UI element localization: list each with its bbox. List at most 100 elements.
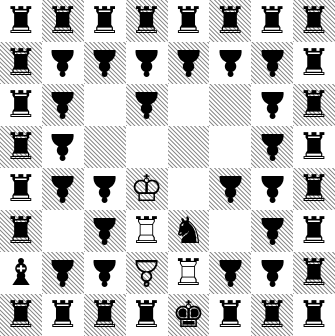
square-a4[interactable]: ♜ — [0, 168, 42, 210]
square-h5[interactable]: ♜ — [293, 126, 335, 168]
square-h3[interactable]: ♜ — [293, 210, 335, 252]
black-rook-icon[interactable]: ♜ — [4, 44, 37, 81]
square-f1[interactable]: ♜ — [209, 294, 251, 336]
square-h4[interactable]: ♜ — [293, 168, 335, 210]
square-e7[interactable]: ♟ — [168, 42, 210, 84]
black-rook-icon[interactable]: ♜ — [214, 296, 247, 333]
square-g5[interactable]: ♟ — [251, 126, 293, 168]
square-f4[interactable]: ♟ — [209, 168, 251, 210]
square-b2[interactable]: ♟ — [42, 252, 84, 294]
black-rook-icon[interactable]: ♜ — [4, 212, 37, 249]
black-pawn-upside-down-icon[interactable]: ♟ — [88, 44, 121, 81]
square-a3[interactable]: ♜ — [0, 210, 42, 252]
black-bishop-icon[interactable]: ♝ — [4, 254, 37, 291]
square-g7[interactable]: ♟ — [251, 42, 293, 84]
black-rook-icon[interactable]: ♜ — [214, 2, 247, 39]
black-rook-icon[interactable]: ♜ — [4, 2, 37, 39]
black-pawn-upside-down-icon[interactable]: ♟ — [256, 170, 289, 207]
square-f7[interactable]: ♟ — [209, 42, 251, 84]
black-rook-icon[interactable]: ♜ — [4, 128, 37, 165]
square-g6[interactable]: ♟ — [251, 84, 293, 126]
square-a5[interactable]: ♜ — [0, 126, 42, 168]
black-rook-icon[interactable]: ♜ — [130, 296, 163, 333]
black-pawn-upside-down-icon[interactable]: ♟ — [214, 170, 247, 207]
black-pawn-upside-down-icon[interactable]: ♟ — [214, 254, 247, 291]
square-c8[interactable]: ♜ — [84, 0, 126, 42]
white-king-icon[interactable]: ♔ — [130, 170, 163, 207]
black-pawn-upside-down-icon[interactable]: ♟ — [256, 86, 289, 123]
black-pawn-upside-down-icon[interactable]: ♟ — [46, 254, 79, 291]
black-king-icon[interactable]: ♚ — [172, 296, 205, 333]
black-rook-icon[interactable]: ♜ — [297, 44, 330, 81]
black-pawn-upside-down-icon[interactable]: ♟ — [46, 170, 79, 207]
square-a8[interactable]: ♜ — [0, 0, 42, 42]
black-pawn-upside-down-icon[interactable]: ♟ — [46, 44, 79, 81]
square-b7[interactable]: ♟ — [42, 42, 84, 84]
black-pawn-upside-down-icon[interactable]: ♟ — [172, 44, 205, 81]
square-h7[interactable]: ♜ — [293, 42, 335, 84]
square-h6[interactable]: ♜ — [293, 84, 335, 126]
square-e3[interactable]: ♞ — [168, 210, 210, 252]
square-e4[interactable] — [168, 168, 210, 210]
square-g4[interactable]: ♟ — [251, 168, 293, 210]
square-b1[interactable]: ♜ — [42, 294, 84, 336]
black-rook-icon[interactable]: ♜ — [297, 2, 330, 39]
square-e2[interactable]: ♖ — [168, 252, 210, 294]
square-f8[interactable]: ♜ — [209, 0, 251, 42]
square-c6[interactable] — [84, 84, 126, 126]
square-f6[interactable] — [209, 84, 251, 126]
black-pawn-upside-down-icon[interactable]: ♟ — [256, 254, 289, 291]
square-b4[interactable]: ♟ — [42, 168, 84, 210]
black-rook-icon[interactable]: ♜ — [297, 128, 330, 165]
square-d2[interactable]: ♙ — [126, 252, 168, 294]
black-pawn-upside-down-icon[interactable]: ♟ — [256, 212, 289, 249]
square-c3[interactable]: ♟ — [84, 210, 126, 252]
square-b5[interactable]: ♟ — [42, 126, 84, 168]
black-pawn-upside-down-icon[interactable]: ♟ — [88, 254, 121, 291]
square-e1[interactable]: ♚ — [168, 294, 210, 336]
black-rook-icon[interactable]: ♜ — [297, 86, 330, 123]
white-pawn-upside-down-icon[interactable]: ♙ — [130, 254, 163, 291]
square-d8[interactable]: ♜ — [126, 0, 168, 42]
square-f5[interactable] — [209, 126, 251, 168]
black-rook-icon[interactable]: ♜ — [130, 2, 163, 39]
square-h1[interactable]: ♜ — [293, 294, 335, 336]
white-rook-icon[interactable]: ♖ — [130, 212, 163, 249]
square-a6[interactable]: ♜ — [0, 84, 42, 126]
black-rook-icon[interactable]: ♜ — [4, 170, 37, 207]
square-c7[interactable]: ♟ — [84, 42, 126, 84]
black-rook-icon[interactable]: ♜ — [256, 296, 289, 333]
square-e6[interactable] — [168, 84, 210, 126]
square-g1[interactable]: ♜ — [251, 294, 293, 336]
square-b3[interactable] — [42, 210, 84, 252]
white-rook-icon[interactable]: ♖ — [172, 254, 205, 291]
black-pawn-upside-down-icon[interactable]: ♟ — [130, 44, 163, 81]
square-e5[interactable] — [168, 126, 210, 168]
square-d5[interactable] — [126, 126, 168, 168]
square-b8[interactable]: ♜ — [42, 0, 84, 42]
square-c5[interactable] — [84, 126, 126, 168]
black-rook-icon[interactable]: ♜ — [46, 2, 79, 39]
black-rook-icon[interactable]: ♜ — [297, 254, 330, 291]
black-rook-icon[interactable]: ♜ — [46, 296, 79, 333]
square-g8[interactable]: ♜ — [251, 0, 293, 42]
black-rook-icon[interactable]: ♜ — [297, 212, 330, 249]
square-g2[interactable]: ♟ — [251, 252, 293, 294]
square-b6[interactable]: ♟ — [42, 84, 84, 126]
black-pawn-upside-down-icon[interactable]: ♟ — [130, 86, 163, 123]
square-a2[interactable]: ♝ — [0, 252, 42, 294]
square-f2[interactable]: ♟ — [209, 252, 251, 294]
square-d4[interactable]: ♔ — [126, 168, 168, 210]
black-rook-icon[interactable]: ♜ — [297, 296, 330, 333]
black-pawn-upside-down-icon[interactable]: ♟ — [214, 44, 247, 81]
square-a7[interactable]: ♜ — [0, 42, 42, 84]
black-pawn-upside-down-icon[interactable]: ♟ — [46, 128, 79, 165]
square-a1[interactable]: ♜ — [0, 294, 42, 336]
square-d3[interactable]: ♖ — [126, 210, 168, 252]
black-rook-icon[interactable]: ♜ — [88, 296, 121, 333]
black-pawn-upside-down-icon[interactable]: ♟ — [88, 170, 121, 207]
square-c2[interactable]: ♟ — [84, 252, 126, 294]
black-pawn-upside-down-icon[interactable]: ♟ — [46, 86, 79, 123]
black-pawn-upside-down-icon[interactable]: ♟ — [88, 212, 121, 249]
black-pawn-upside-down-icon[interactable]: ♟ — [256, 44, 289, 81]
